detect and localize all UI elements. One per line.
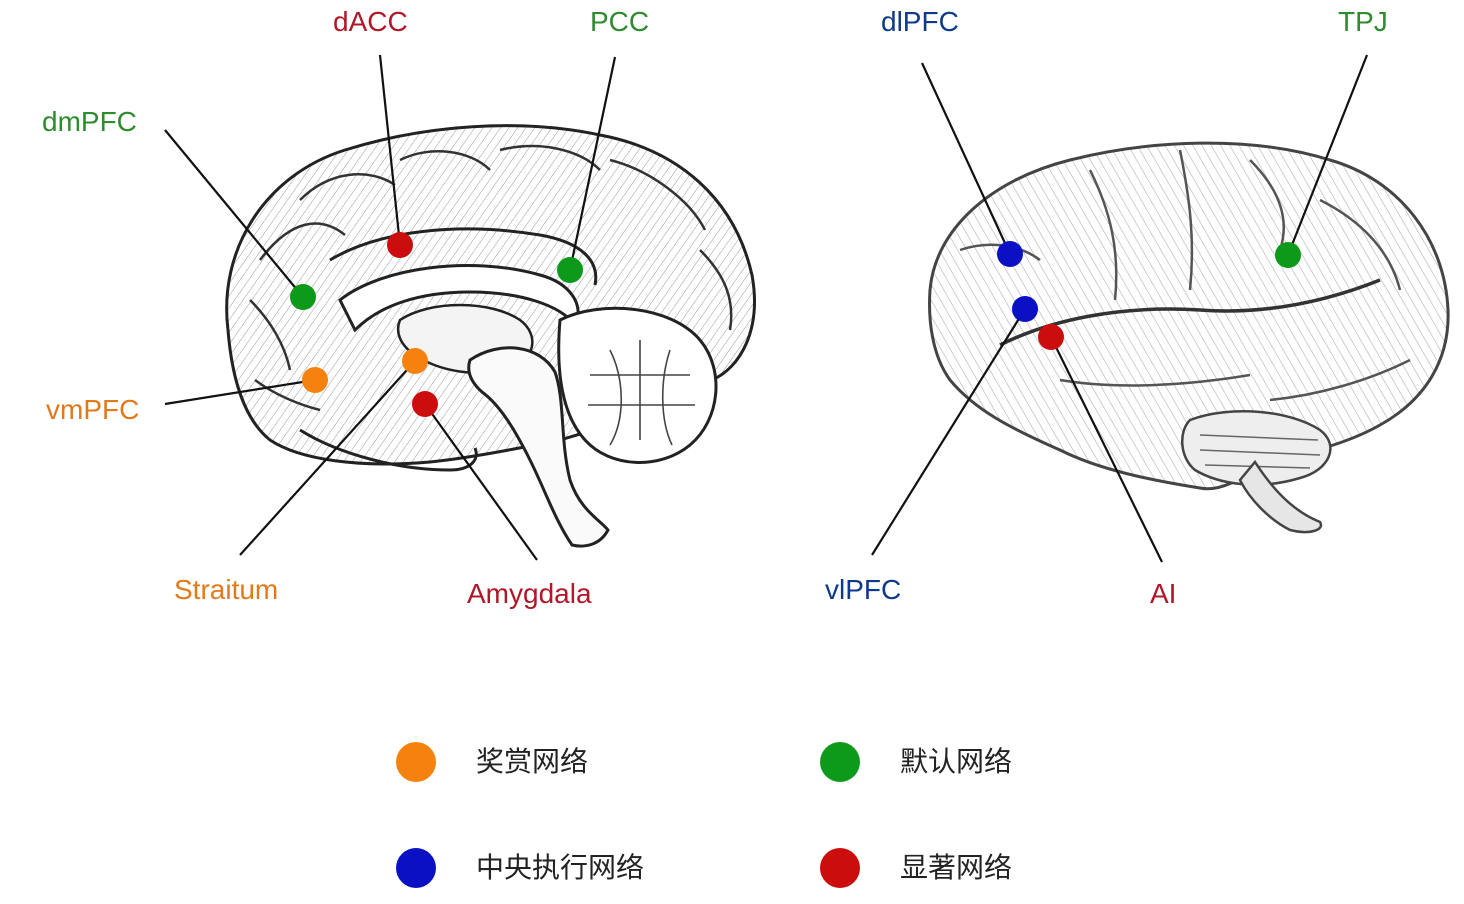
marker-dlpfc <box>997 241 1023 267</box>
leader-line-striatum <box>239 360 416 556</box>
label-vlpfc: vlPFC <box>825 574 902 605</box>
leader-line-dlpfc <box>921 62 1011 255</box>
legend-label-default: 默认网络 <box>900 745 1013 778</box>
midsagittal-brain-illustration <box>225 124 756 548</box>
marker-striatum <box>402 348 428 374</box>
leader-line-dacc <box>378 54 402 246</box>
leader-line-vmpfc <box>164 378 316 406</box>
leader-lines <box>164 54 1369 563</box>
region-markers <box>290 232 1301 417</box>
label-pcc: PCC <box>590 6 650 37</box>
marker-dacc <box>387 232 413 258</box>
label-dacc: dACC <box>333 6 408 37</box>
legend-swatch-salience <box>820 848 860 888</box>
marker-vlpfc <box>1012 296 1038 322</box>
legend-swatch-default <box>820 742 860 782</box>
marker-vmpfc <box>302 367 328 393</box>
legend-label-executive: 中央执行网络 <box>476 851 645 884</box>
marker-ai <box>1038 324 1064 350</box>
marker-tpj <box>1275 242 1301 268</box>
leader-line-pcc <box>568 56 617 271</box>
label-vmpfc: vmPFC <box>46 394 140 425</box>
label-dmpfc: dmPFC <box>42 106 137 137</box>
marker-amygdala <box>412 391 438 417</box>
label-amygdala: Amygdala <box>467 578 592 609</box>
legend-swatch-reward <box>396 742 436 782</box>
legend-swatch-executive <box>396 848 436 888</box>
leader-line-amygdala <box>424 403 538 561</box>
label-dlpfc: dlPFC <box>881 6 959 37</box>
label-tpj: TPJ <box>1338 6 1388 37</box>
marker-pcc <box>557 257 583 283</box>
leader-line-vlpfc <box>871 308 1026 556</box>
leader-line-ai <box>1050 336 1163 563</box>
leader-line-tpj <box>1286 54 1369 256</box>
legend-label-reward: 奖赏网络 <box>476 745 589 778</box>
label-ai: AI <box>1150 578 1177 609</box>
legend-label-salience: 显著网络 <box>900 851 1013 884</box>
leader-line-dmpfc <box>164 129 304 298</box>
label-striatum: Straitum <box>174 574 279 605</box>
marker-dmpfc <box>290 284 316 310</box>
